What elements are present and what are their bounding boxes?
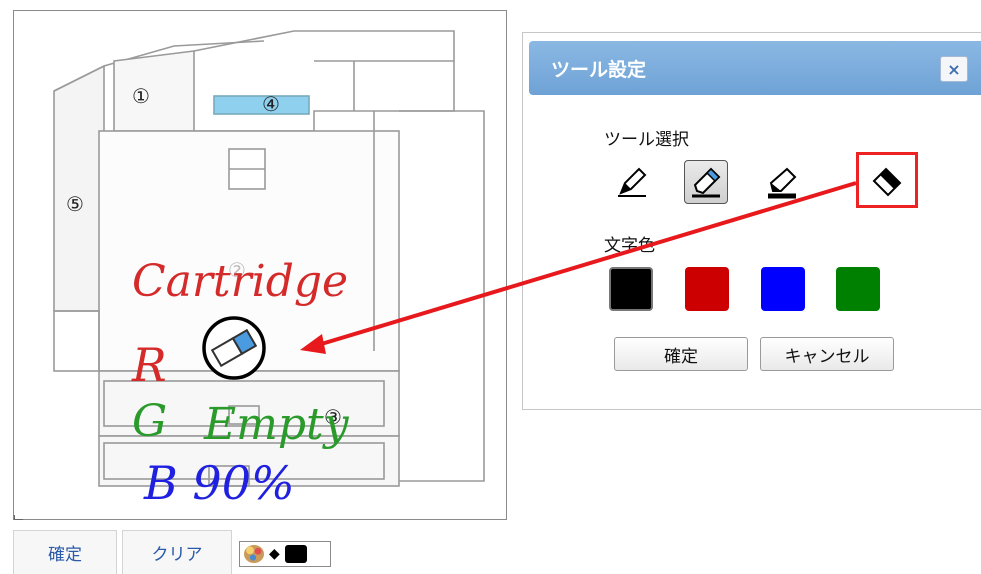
annotation-g: G [132,396,167,447]
part-number-2: ② [228,258,246,282]
part-number-5: ⑤ [66,192,84,216]
printer-illustration: ① ④ ⑤ ② ③ Cartridge R G Empty B 90% [53,30,485,510]
drawing-canvas[interactable]: ① ④ ⑤ ② ③ Cartridge R G Empty B 90% [13,10,507,520]
marker-tool-button[interactable] [684,160,728,204]
clear-button[interactable]: クリア [122,530,232,574]
part-number-4: ④ [262,92,280,116]
color-swatch-green[interactable] [836,267,880,311]
pen-tool-button[interactable] [610,160,654,204]
dialog-confirm-button[interactable]: 確定 [614,337,748,371]
highlighter-tool-button[interactable] [760,160,804,204]
dialog-cancel-button[interactable]: キャンセル [760,337,894,371]
eraser-icon [872,167,902,197]
canvas-resize-handle[interactable] [14,515,23,520]
eraser-cursor-icon [202,316,266,380]
close-icon[interactable]: × [940,56,968,82]
annotation-cartridge: Cartridge [132,256,348,307]
dialog-title: ツール設定 [551,59,647,81]
palette-icon [244,545,264,563]
tool-select-label: ツール選択 [604,130,689,150]
confirm-button[interactable]: 確定 [13,530,117,574]
part-number-1: ① [132,84,150,108]
annotation-b-percent: B 90% [143,456,295,510]
current-color-swatch [284,545,307,563]
annotation-r: R [131,338,167,392]
marker-icon [692,167,721,198]
annotation-empty: Empty [203,399,350,450]
part-number-3: ③ [324,405,342,429]
color-swatch-red[interactable] [685,267,729,311]
tool-settings-toggle[interactable]: ◆ [239,541,331,567]
text-color-label: 文字色 [604,236,655,256]
color-swatch-blue[interactable] [761,267,805,311]
color-swatch-black[interactable] [609,267,653,311]
dialog-header[interactable]: ツール設定 [529,41,981,95]
eraser-tool-button[interactable] [856,152,918,208]
highlighter-icon [768,167,797,199]
pen-icon [618,167,647,197]
eraser-mini-icon: ◆ [269,546,280,562]
tool-settings-dialog: ツール設定 [522,32,981,410]
